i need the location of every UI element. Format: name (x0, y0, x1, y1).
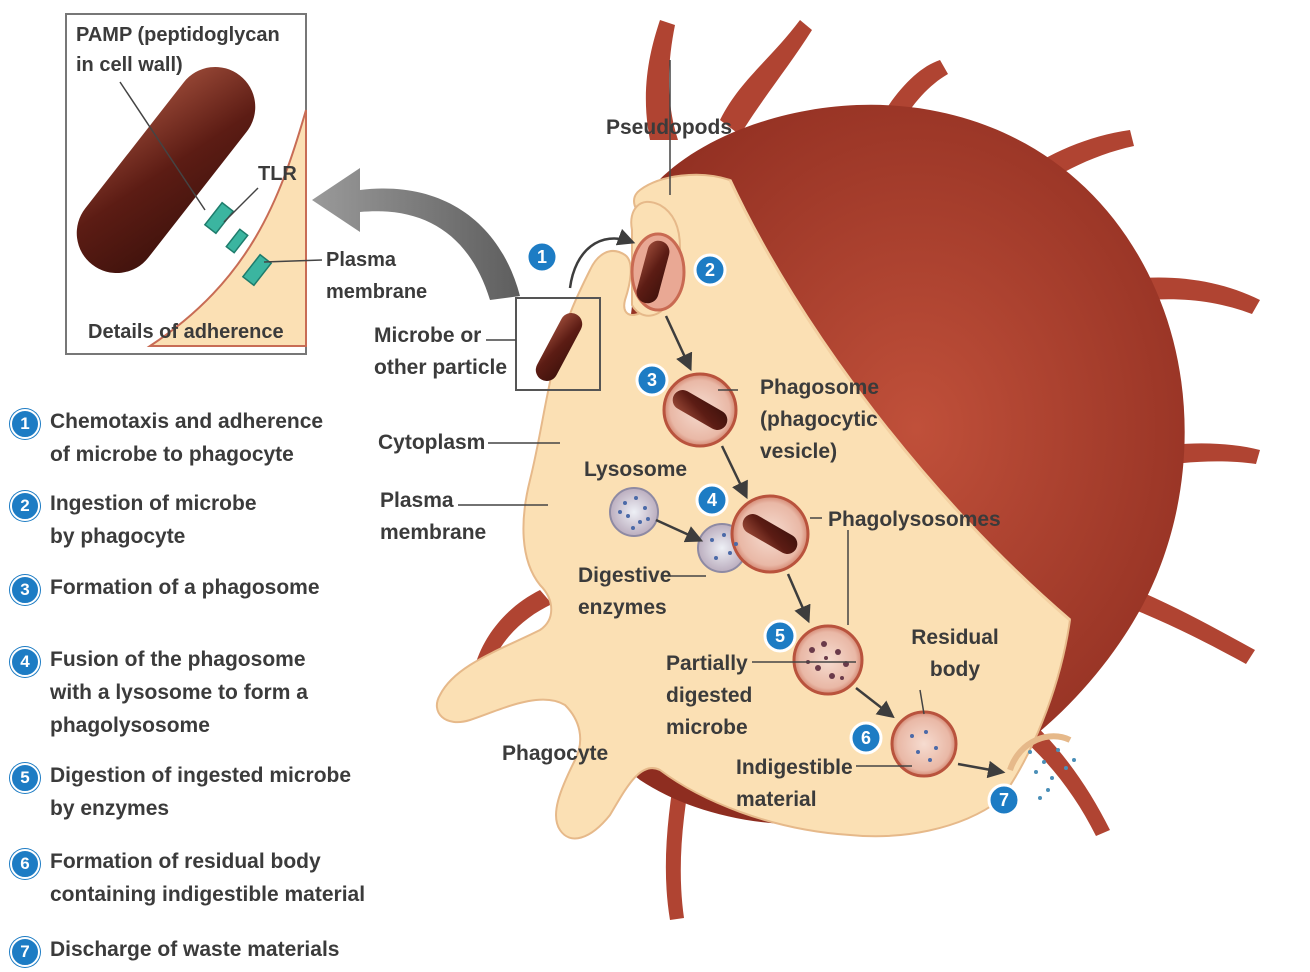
legend-badge-6: 6 (10, 849, 40, 879)
digestive-enzymes-label: Digestive enzymes (578, 560, 678, 624)
legend-text-2: Ingestion of microbe by phagocyte (50, 487, 280, 553)
inset-plasma-membrane-label: Plasma membrane (326, 244, 446, 308)
residual-body-label: Residual body (910, 622, 1000, 686)
badge-3: 3 (647, 370, 657, 390)
legend-badge-3: 3 (10, 575, 40, 605)
plasma-membrane-label: Plasma membrane (380, 485, 490, 549)
partially-digested-label: Partially digested microbe (666, 648, 756, 744)
legend-badge-1: 1 (10, 409, 40, 439)
microbe-label: Microbe or other particle (374, 320, 514, 384)
cytoplasm-label: Cytoplasm (378, 427, 485, 459)
badge-1: 1 (537, 247, 547, 267)
phagosome-label: Phagosome (phagocytic vesicle) (760, 372, 900, 468)
badge-5: 5 (775, 626, 785, 646)
legend-step-2: 2 Ingestion of microbe by phagocyte (10, 487, 280, 553)
legend-step-6: 6 Formation of residual body containing … (10, 845, 380, 911)
legend-text-5: Digestion of ingested microbe by enzymes (50, 759, 370, 825)
legend-badge-4: 4 (10, 647, 40, 677)
badge-7: 7 (999, 790, 1009, 810)
indigestible-label: Indigestible material (736, 752, 860, 816)
legend-step-4: 4 Fusion of the phagosome with a lysosom… (10, 643, 320, 742)
legend-step-1: 1 Chemotaxis and adherence of microbe to… (10, 405, 340, 471)
legend-text-3: Formation of a phagosome (50, 571, 350, 604)
phagolysosomes-label: Phagolysosomes (828, 504, 1001, 536)
legend-step-7: 7 Discharge of waste materials (10, 933, 380, 967)
inset-caption: Details of adherence (88, 316, 284, 348)
legend-step-3: 3 Formation of a phagosome (10, 571, 350, 605)
legend-step-5: 5 Digestion of ingested microbe by enzym… (10, 759, 370, 825)
legend-text-1: Chemotaxis and adherence of microbe to p… (50, 405, 340, 471)
legend-text-4: Fusion of the phagosome with a lysosome … (50, 643, 320, 742)
legend-badge-5: 5 (10, 763, 40, 793)
lysosome-label: Lysosome (584, 454, 687, 486)
tlr-label: TLR (258, 158, 297, 190)
pamp-label: PAMP (peptidoglycan in cell wall) (76, 20, 296, 80)
phagocyte-label: Phagocyte (502, 738, 608, 770)
legend-badge-7: 7 (10, 937, 40, 967)
pseudopods-label: Pseudopods (606, 112, 732, 144)
legend-text-7: Discharge of waste materials (50, 933, 380, 966)
badge-6: 6 (861, 728, 871, 748)
legend-badge-2: 2 (10, 491, 40, 521)
badge-4: 4 (707, 490, 717, 510)
badge-2: 2 (705, 260, 715, 280)
digestion-vesicle (794, 626, 862, 694)
legend-text-6: Formation of residual body containing in… (50, 845, 380, 911)
